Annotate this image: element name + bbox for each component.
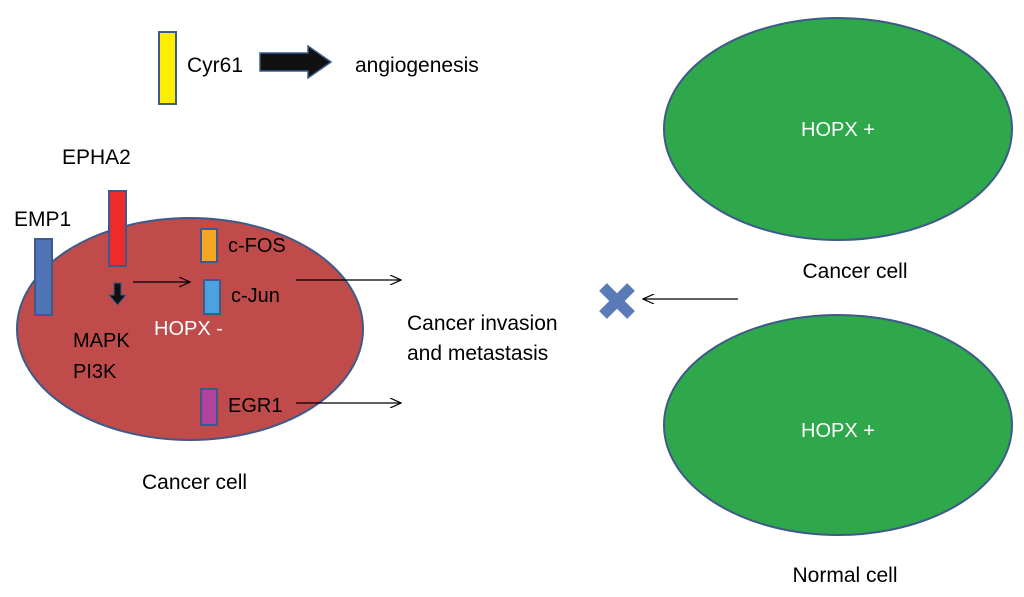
egr1-label: EGR1	[228, 395, 282, 417]
right-top-cell-caption: Cancer cell	[802, 260, 907, 283]
right-bottom-cell-caption: Normal cell	[792, 564, 897, 587]
cjun-marker	[203, 279, 221, 315]
epha2-label: EPHA2	[62, 146, 131, 169]
cfos-marker	[200, 228, 218, 263]
cjun-label: c-Jun	[231, 285, 280, 307]
cyr61-marker	[158, 31, 177, 105]
left-cell-caption: Cancer cell	[142, 471, 247, 494]
hopx-positive-cancer-cell	[663, 17, 1013, 241]
cyr61-to-angiogenesis-arrow	[259, 44, 333, 80]
hopx-positive-label-top: HOPX +	[801, 119, 875, 141]
emp1-label: EMP1	[14, 208, 71, 231]
hopx-negative-cancer-cell	[16, 217, 364, 441]
invasion-label-line2: and metastasis	[407, 342, 548, 365]
epha2-receptor	[108, 190, 127, 267]
angiogenesis-label: angiogenesis	[355, 54, 479, 77]
hopx-negative-label: HOPX -	[154, 318, 223, 340]
cyr61-label: Cyr61	[187, 54, 243, 77]
egr1-marker	[200, 388, 218, 426]
block-cross-icon	[599, 283, 635, 319]
hopx-positive-label-bottom: HOPX +	[801, 420, 875, 442]
hopx-positive-normal-cell	[663, 314, 1013, 536]
mapk-label: MAPK	[73, 330, 130, 352]
invasion-label-line1: Cancer invasion	[407, 312, 558, 335]
cfos-label: c-FOS	[228, 235, 286, 257]
emp1-receptor	[34, 238, 53, 316]
pi3k-label: PI3K	[73, 361, 117, 383]
epha2-down-arrow	[107, 282, 128, 306]
